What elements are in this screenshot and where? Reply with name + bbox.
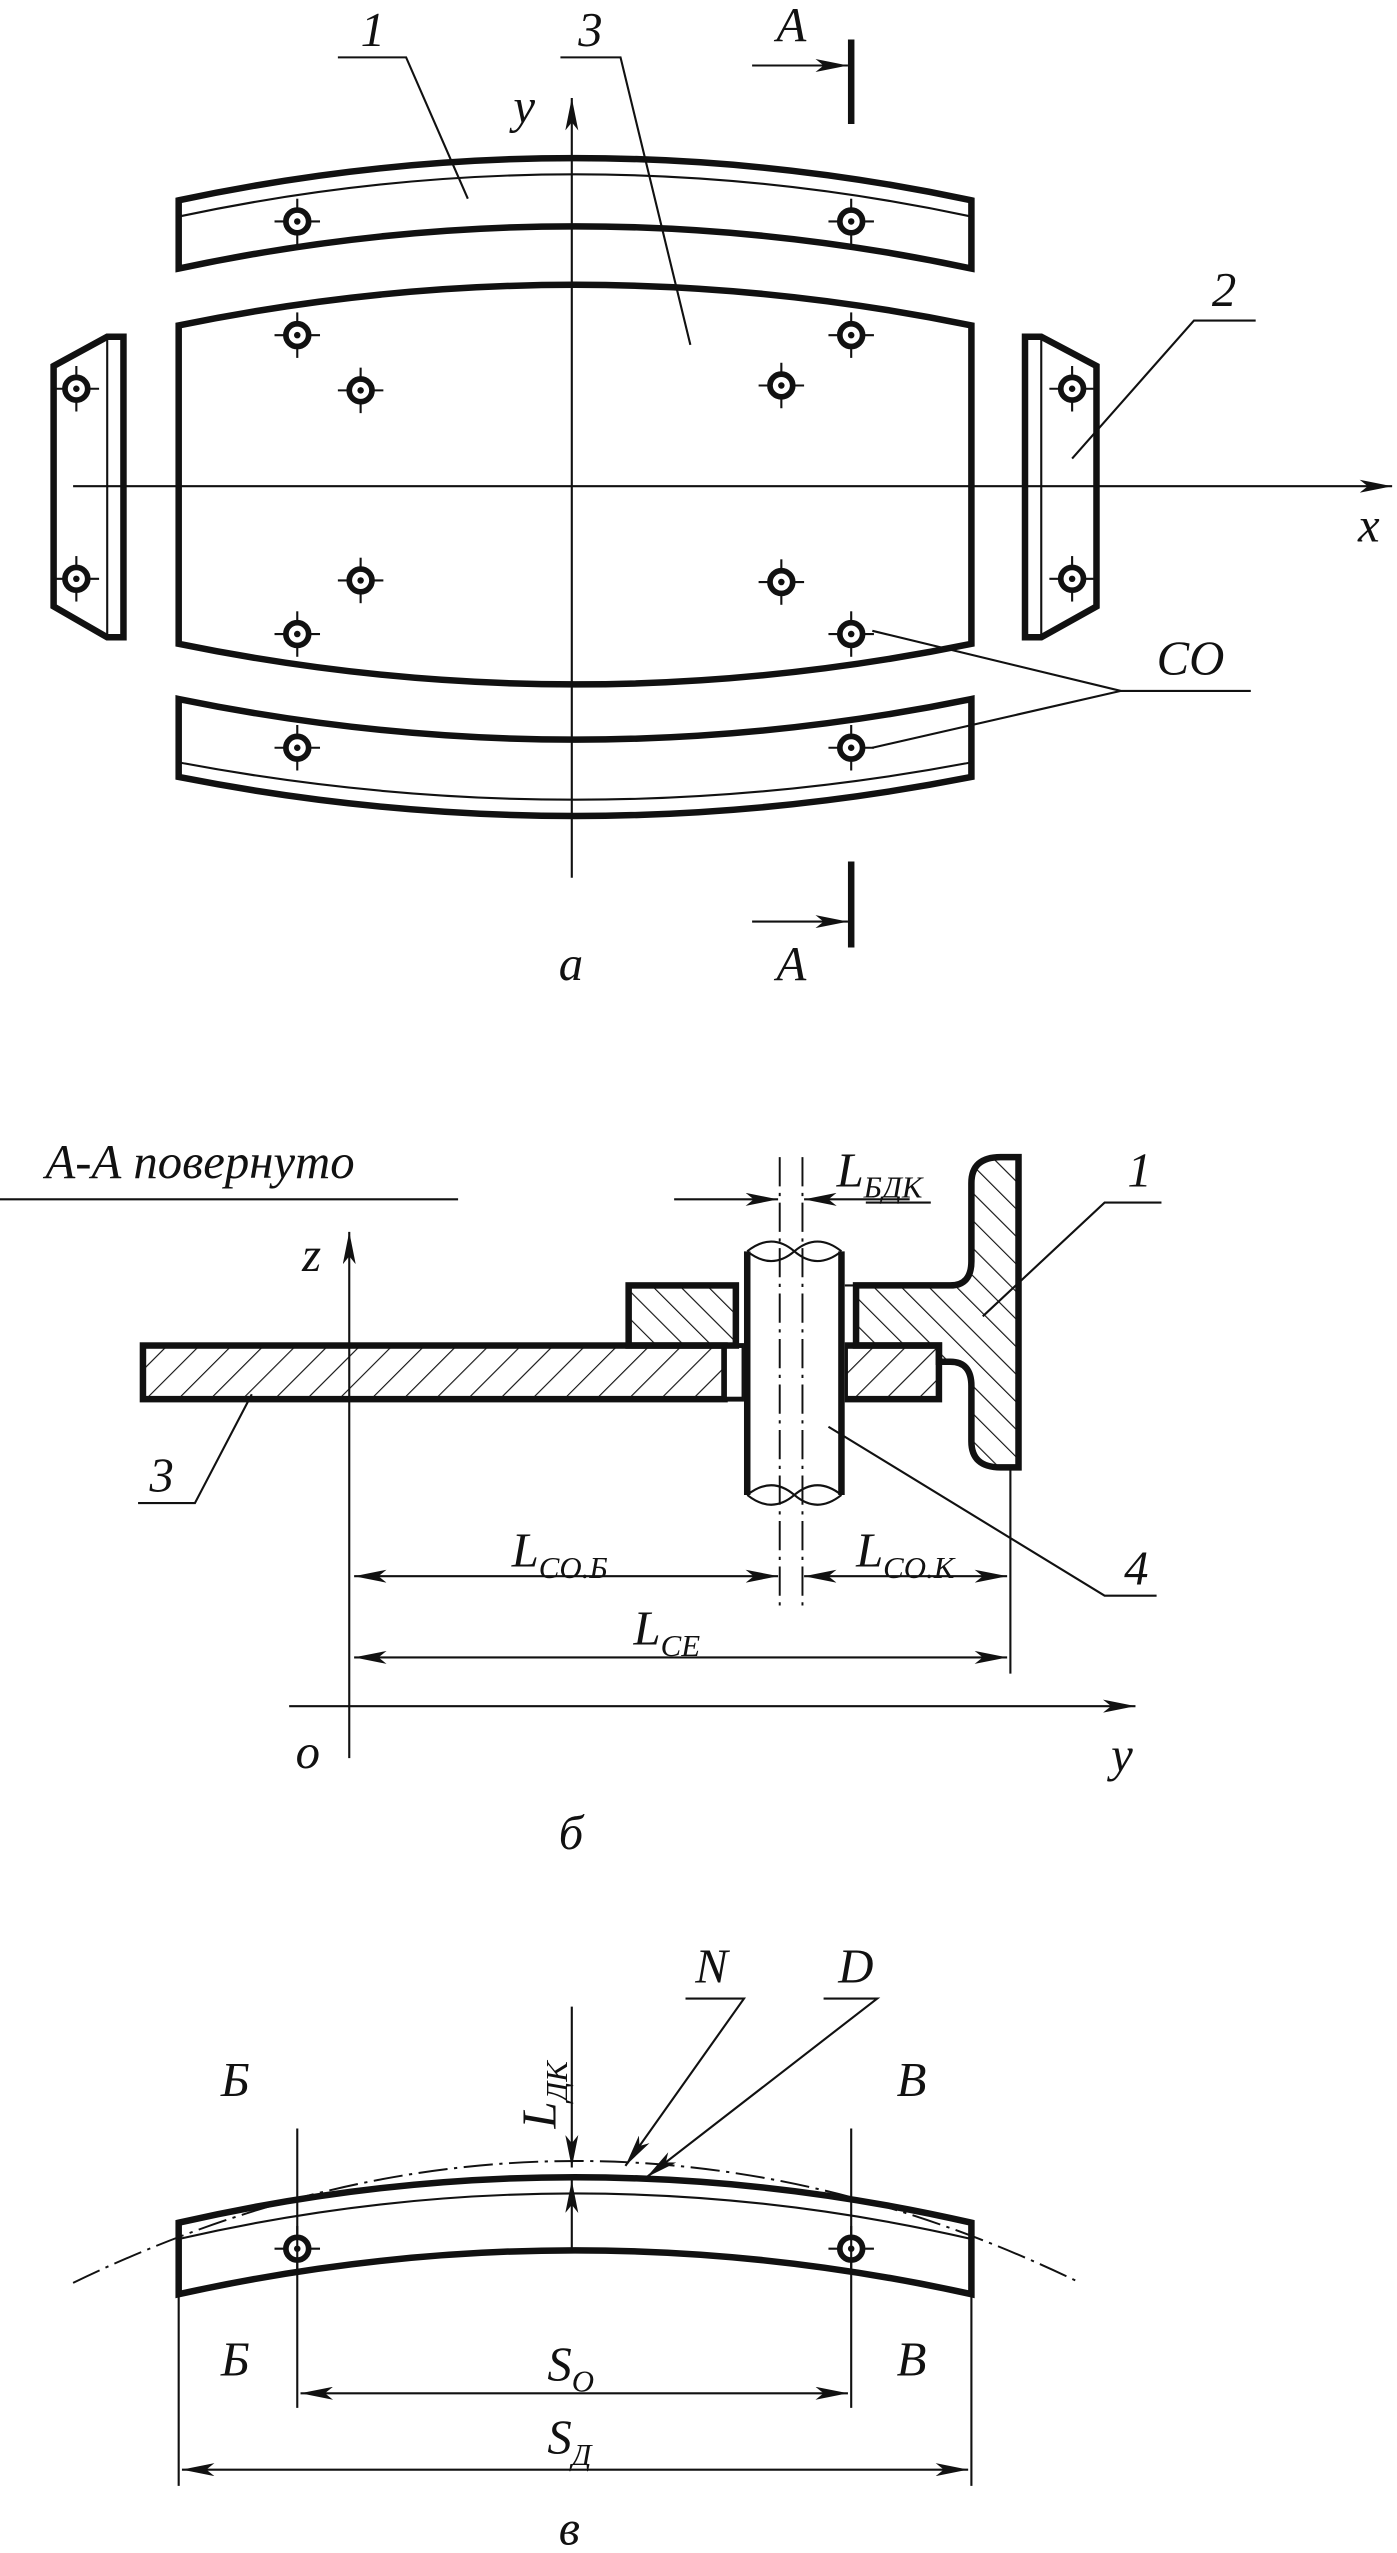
view-c: LДК N D Б В Б В SO SД в <box>72 1939 1081 2553</box>
label-4: 4 <box>1124 1541 1148 1595</box>
svg-text:SД: SД <box>547 2410 593 2471</box>
label-d: D <box>837 1939 873 1993</box>
origin-label: o <box>296 1725 320 1779</box>
bolt-part-4 <box>743 1240 845 1506</box>
svg-text:A: A <box>773 937 806 991</box>
dimension-l-ce: LCE <box>354 1601 1008 1664</box>
section-title: А-А повернуто <box>42 1135 354 1189</box>
plate-section-3 <box>139 1342 728 1403</box>
section-mark-bottom: A <box>752 861 855 991</box>
dimension-l-cok: LCO.К <box>804 1523 1008 1585</box>
label-v-top: В <box>897 2053 927 2107</box>
label-1-b: 1 <box>1127 1143 1151 1197</box>
label-n: N <box>694 1939 730 1993</box>
svg-text:LБДК: LБДК <box>836 1143 924 1204</box>
y-axis-label: y <box>508 79 535 133</box>
bottom-rail-part-1 <box>175 695 975 820</box>
section-mark-top: A <box>752 0 855 124</box>
dimension-s-o: SO <box>300 2337 848 2400</box>
caption-b: б <box>559 1806 585 1860</box>
t-profile-part-1 <box>852 1153 1022 1471</box>
x-axis-label: x <box>1357 498 1380 552</box>
dimension-s-d: SД <box>181 2410 969 2477</box>
label-co: CO <box>1157 632 1225 686</box>
caption-c: в <box>559 2501 580 2553</box>
label-b-top: Б <box>220 2053 250 2107</box>
view-b: А-А повернуто z o y LБДК 1 <box>0 1135 1162 1860</box>
spacer-block <box>625 1282 740 1349</box>
dimension-l-cob: LCO.Б <box>354 1523 779 1585</box>
caption-a: а <box>559 937 583 991</box>
label-3-b: 3 <box>148 1449 173 1503</box>
svg-text:LCO.Б: LCO.Б <box>511 1523 608 1584</box>
label-1: 1 <box>361 3 385 57</box>
label-2: 2 <box>1212 263 1236 317</box>
label-v-bottom: В <box>897 2332 927 2386</box>
label-b-bottom: Б <box>220 2332 250 2386</box>
dimension-l-dk: LДК <box>513 2006 579 2251</box>
label-3: 3 <box>577 3 602 57</box>
svg-text:LДК: LДК <box>513 2060 574 2130</box>
plate-part-3 <box>175 281 975 688</box>
z-axis-label: z <box>301 1228 321 1282</box>
svg-text:LCO.К: LCO.К <box>855 1523 956 1584</box>
top-rail-part-1 <box>175 154 975 273</box>
svg-text:A: A <box>773 0 806 52</box>
y-axis-b-label: y <box>1106 1728 1133 1782</box>
dimension-l-bdk: LБДК <box>674 1143 931 1206</box>
view-a: x y 1 3 2 CO A A а <box>50 0 1393 991</box>
svg-text:LCE: LCE <box>633 1601 701 1662</box>
svg-text:SO: SO <box>547 2337 594 2398</box>
